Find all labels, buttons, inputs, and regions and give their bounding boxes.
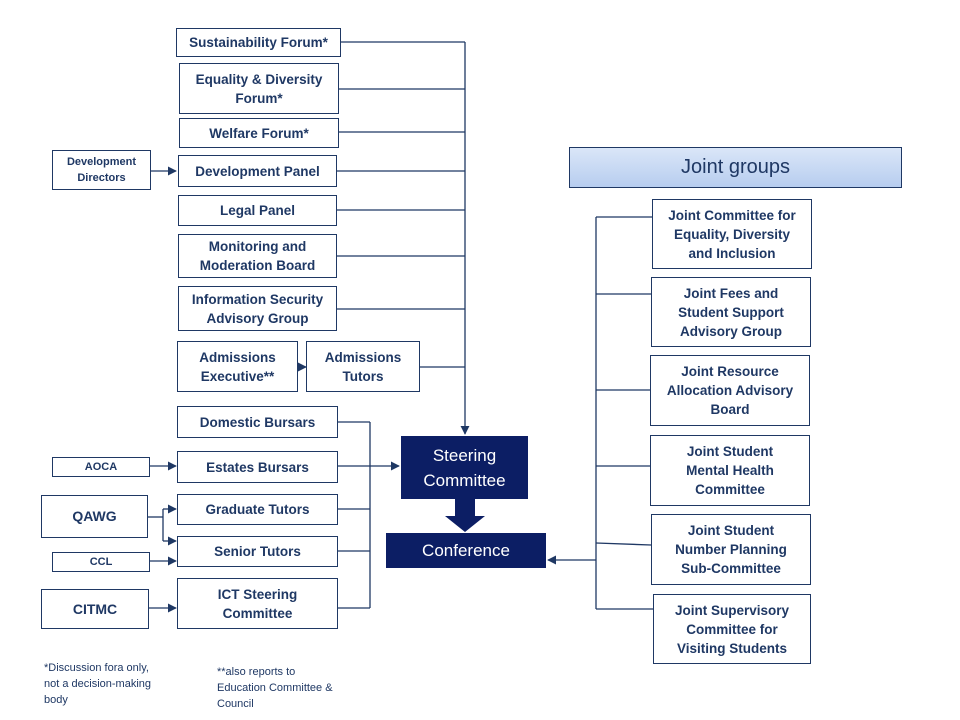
development-directors-box: Development Directors — [52, 150, 151, 190]
joint-groups-header: Joint groups — [569, 147, 902, 188]
monitoring-moderation-board-box: Monitoring and Moderation Board — [178, 234, 337, 278]
domestic-bursars-box: Domestic Bursars — [177, 406, 338, 438]
joint-branch-5 — [595, 542, 652, 546]
also-reports-note: **also reports to Education Committee & … — [217, 666, 333, 710]
qawg-box: QAWG — [41, 495, 148, 538]
estates-bursars-box: Estates Bursars — [177, 451, 338, 483]
admissions-executive-box: Admissions Executive** — [177, 341, 298, 392]
joint-group-resource-box: Joint Resource Allocation Advisory Board — [650, 355, 810, 426]
welfare-forum-box: Welfare Forum* — [179, 118, 339, 148]
admissions-tutors-box: Admissions Tutors — [306, 341, 420, 392]
sustainability-forum-box: Sustainability Forum* — [176, 28, 341, 57]
conference-box: Conference — [386, 533, 546, 568]
discussion-fora-note: *Discussion fora only, not a decision-ma… — [44, 662, 152, 706]
joint-group-number-planning-box: Joint Student Number Planning Sub-Commit… — [651, 514, 811, 585]
ict-steering-committee-box: ICT Steering Committee — [177, 578, 338, 629]
senior-tutors-box: Senior Tutors — [177, 536, 338, 567]
joint-group-mental-health-box: Joint Student Mental Health Committee — [650, 435, 810, 506]
ccl-box: CCL — [52, 552, 150, 572]
development-panel-box: Development Panel — [178, 155, 337, 187]
graduate-tutors-box: Graduate Tutors — [177, 494, 338, 525]
joint-group-fees-box: Joint Fees and Student Support Advisory … — [651, 277, 811, 347]
equality-diversity-forum-box: Equality & Diversity Forum* — [179, 63, 339, 114]
information-security-group-box: Information Security Advisory Group — [178, 286, 337, 331]
aoca-box: AOCA — [52, 457, 150, 477]
joint-group-supervisory-box: Joint Supervisory Committee for Visiting… — [653, 594, 811, 664]
joint-group-edi-box: Joint Committee for Equality, Diversity … — [652, 199, 812, 269]
citmc-box: CITMC — [41, 589, 149, 629]
steering-committee-box: Steering Committee — [401, 436, 528, 499]
legal-panel-box: Legal Panel — [178, 195, 337, 226]
steering-to-conference-arrow — [445, 499, 485, 532]
